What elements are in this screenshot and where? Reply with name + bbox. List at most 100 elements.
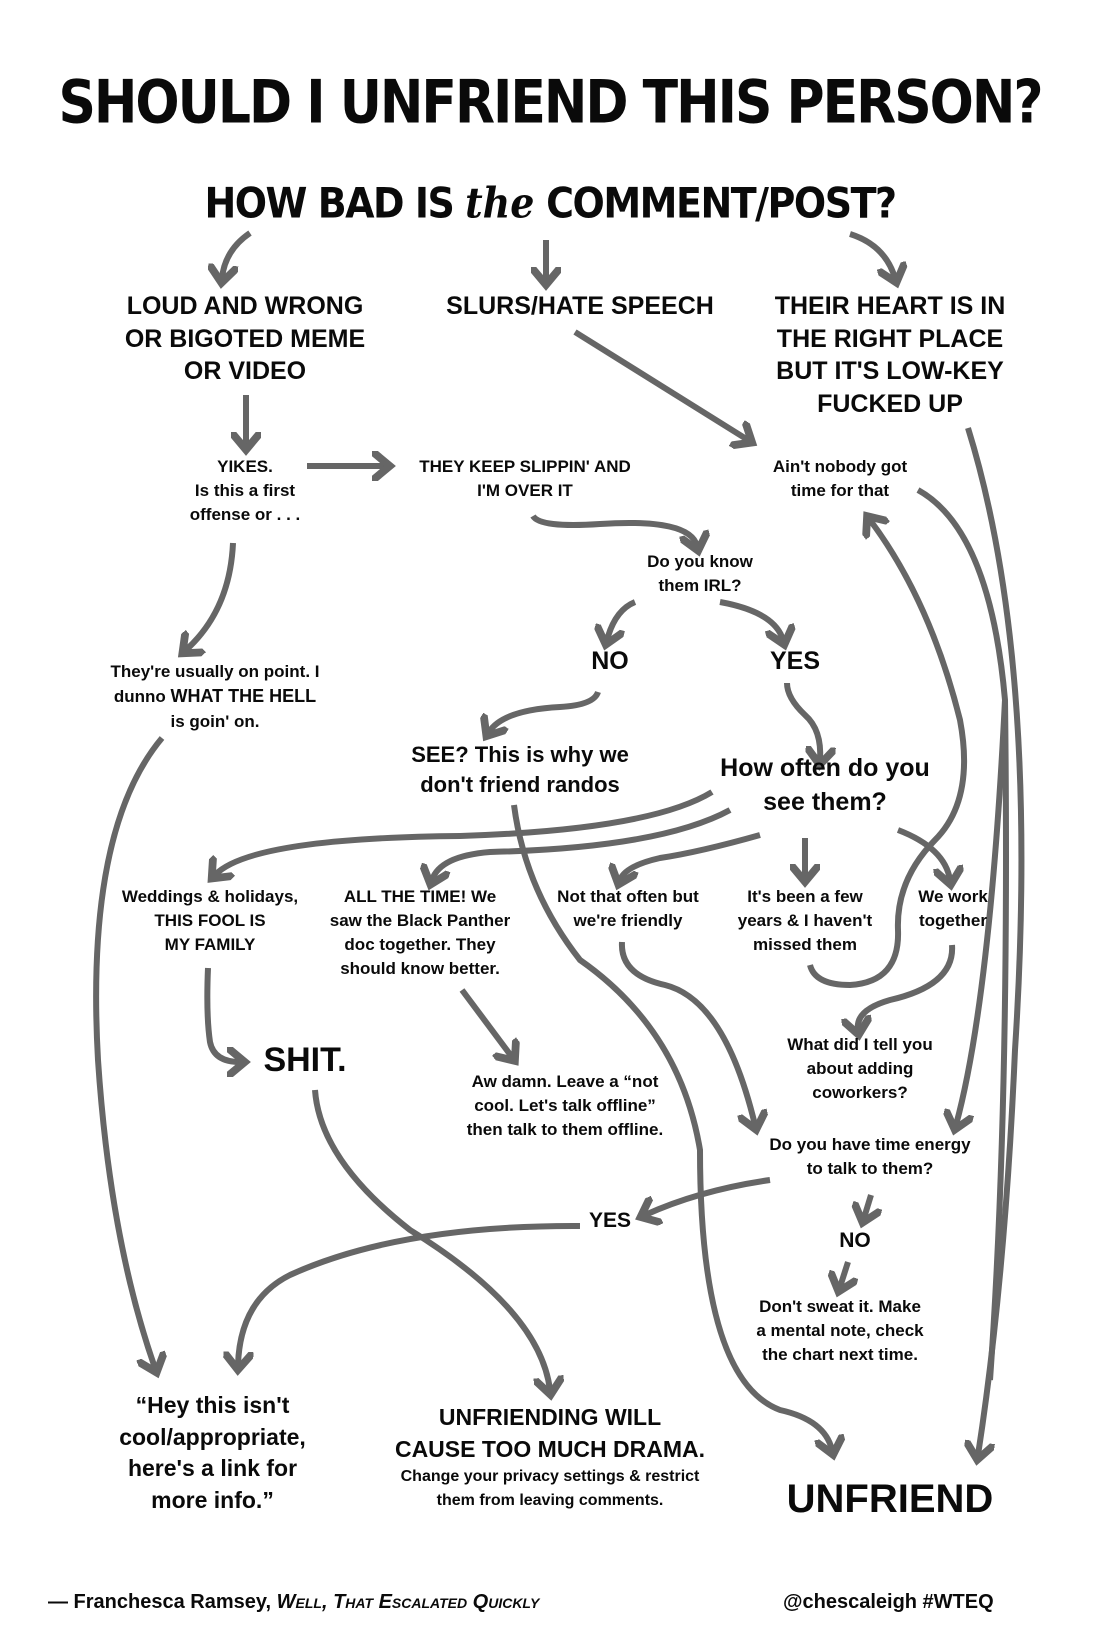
node-line: Do you know — [647, 552, 753, 571]
arrow-howoften-to-weddings — [215, 789, 714, 875]
arrow-aint-to-unfriend — [916, 487, 1009, 1381]
node-line: UNFRIENDING WILL — [438, 1404, 662, 1430]
node-line: cool/appropriate, — [119, 1423, 306, 1450]
node-hey-this: “Hey this isn't cool/appropriate, here's… — [105, 1390, 320, 1517]
node-all-the-time: ALL THE TIME! We saw the Black Panther d… — [320, 885, 520, 982]
node-line: we're friendly — [573, 911, 683, 931]
node-line: Is this a first — [194, 481, 296, 501]
node-unfriend: UNFRIEND — [786, 1477, 994, 1521]
node-shit: SHIT. — [263, 1041, 347, 1079]
arrow-no-to-randos — [489, 690, 601, 732]
node-weddings: Weddings & holidays, THIS FOOL IS MY FAM… — [110, 885, 310, 957]
node-line: THEIR HEART IS IN — [774, 292, 1006, 320]
arrow-yes2-to-heythis — [238, 1222, 581, 1365]
node-no: NO — [591, 647, 629, 675]
node-line: saw the Black Panther — [329, 911, 511, 931]
arrow-weddings-to-shit — [204, 967, 240, 1062]
node-how-often: How often do you see them? — [700, 752, 950, 820]
footer-book-title: Well, That Escalated Quickly — [276, 1591, 540, 1613]
node-line: offense or . . . — [189, 505, 301, 525]
arrow-howoften-to-work — [896, 827, 950, 880]
node-line: It's been a few — [747, 887, 863, 906]
node-yikes: YIKES. Is this a first offense or . . . — [160, 455, 330, 527]
node-line: “Hey this isn't — [135, 1392, 290, 1418]
node-line: ALL THE TIME! We — [343, 887, 497, 906]
arrow-fewyears-to-aint — [807, 520, 968, 989]
node-aw-damn: Aw damn. Leave a “not cool. Let's talk o… — [440, 1070, 690, 1142]
node-line: time for that — [790, 481, 890, 501]
node-what-did-i-tell: What did I tell you about adding coworke… — [765, 1033, 955, 1105]
node-loud-wrong: LOUD AND WRONG OR BIGOTED MEME OR VIDEO — [100, 290, 390, 388]
node-line: I'M OVER IT — [477, 481, 573, 501]
arrow-q-to-loud — [222, 230, 252, 278]
footer-attribution: — Franchesca Ramsey, Well, That Escalate… — [48, 1591, 539, 1614]
node-text: dunno — [113, 687, 171, 707]
node-no-2: NO — [839, 1229, 871, 1252]
arrow-yikes-to-onpoint — [186, 542, 236, 650]
node-line: together — [919, 911, 987, 931]
node-heart-right: THEIR HEART IS IN THE RIGHT PLACE BUT IT… — [745, 290, 1035, 420]
arrow-onpoint-to-heythis — [93, 736, 162, 1368]
node-line: FUCKED UP — [817, 389, 963, 418]
node-line: Aw damn. Leave a “not — [471, 1072, 659, 1091]
node-line: to talk to them? — [806, 1159, 934, 1179]
arrow-randos-to-unfriend — [511, 804, 832, 1450]
node-line: the chart next time. — [762, 1345, 918, 1365]
node-line: dunno WHAT THE HELL — [70, 684, 360, 710]
node-line: We work — [918, 887, 988, 906]
node-time-energy: Do you have time energy to talk to them? — [745, 1133, 995, 1181]
node-yes: YES — [769, 647, 821, 675]
footer-author: — Franchesca Ramsey, — [48, 1591, 272, 1613]
node-line: Don't sweat it. Make — [759, 1297, 921, 1316]
node-line: LOUD AND WRONG — [126, 292, 364, 320]
node-line: THE RIGHT PLACE — [776, 324, 1004, 353]
arrow-time-to-yes2 — [645, 1177, 771, 1215]
node-line: THIS FOOL IS — [154, 911, 266, 931]
main-question-the: the — [465, 177, 535, 228]
node-line: them IRL? — [658, 576, 742, 596]
node-line: How often do you — [720, 754, 930, 782]
node-line: Not that often but — [557, 887, 699, 906]
node-line: then talk to them offline. — [466, 1120, 664, 1140]
arrow-no2-to-dontsweat — [840, 1261, 848, 1287]
node-work-together: We work together — [898, 885, 1008, 933]
footer-handle: @chescaleigh #WTEQ — [783, 1591, 994, 1613]
node-line: CAUSE TOO MUCH DRAMA. — [394, 1435, 706, 1462]
arrow-notoften-to-time — [618, 941, 755, 1125]
arrow-slurs-to-aint — [573, 329, 748, 440]
arrow-shit-to-drama — [312, 1089, 550, 1390]
node-line: missed them — [753, 935, 857, 955]
arrow-alltime-to-awdamn — [459, 988, 512, 1057]
node-line: see them? — [763, 787, 887, 816]
node-line: MY FAMILY — [164, 935, 256, 955]
node-line: coworkers? — [812, 1083, 908, 1103]
node-line: don't friend randos — [420, 772, 620, 798]
node-dont-sweat: Don't sweat it. Make a mental note, chec… — [735, 1295, 945, 1367]
node-see-randos: SEE? This is why we don't friend randos — [395, 740, 645, 801]
main-question-before: HOW BAD IS — [204, 178, 466, 228]
node-line: Change your privacy settings & restrict — [400, 1468, 700, 1486]
node-line: OR VIDEO — [183, 357, 307, 385]
node-line: doc together. They — [344, 935, 496, 955]
node-line: SEE? This is why we — [411, 742, 629, 767]
node-line: more info.” — [151, 1487, 274, 1514]
node-few-years: It's been a few years & I haven't missed… — [720, 885, 890, 957]
node-line: YIKES. — [217, 457, 273, 476]
node-text-emphasis: WHAT THE HELL — [170, 686, 317, 707]
node-line: should know better. — [340, 959, 500, 979]
main-question-after: COMMENT/POST? — [534, 178, 897, 228]
node-line: here's a link for — [127, 1455, 298, 1482]
node-line: BUT IT'S LOW-KEY — [776, 357, 1004, 385]
arrow-tell-to-time — [956, 699, 1008, 1125]
arrow-time-to-no2 — [864, 1194, 871, 1218]
arrow-slippin-to-irl — [530, 514, 697, 546]
node-keep-slippin: THEY KEEP SLIPPIN' AND I'M OVER IT — [390, 455, 660, 503]
arrow-irl-to-no — [607, 599, 637, 640]
node-line: They're usually on point. I — [110, 662, 320, 681]
node-aint-nobody: Ain't nobody got time for that — [740, 455, 940, 503]
node-drama: UNFRIENDING WILL CAUSE TOO MUCH DRAMA. C… — [370, 1402, 730, 1513]
node-line: THEY KEEP SLIPPIN' AND — [419, 457, 631, 476]
arrow-q-to-heart — [849, 231, 895, 278]
node-line: cool. Let's talk offline” — [474, 1096, 656, 1116]
